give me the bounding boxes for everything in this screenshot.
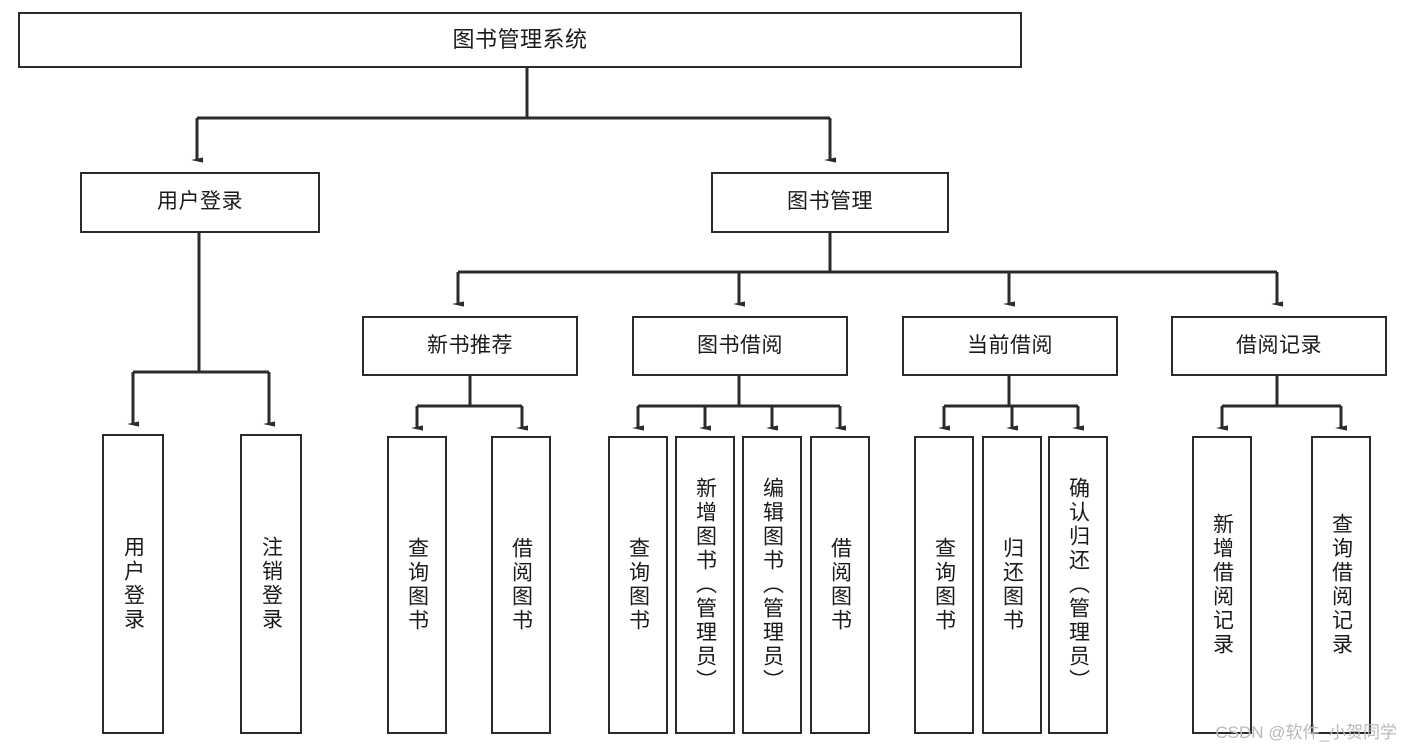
node-leaf-add-book[interactable]: 新增图书（管理员） — [675, 436, 735, 734]
edge-currentborrow-to-leaves — [938, 376, 1084, 431]
node-leaf-confirm-return[interactable]: 确认归还（管理员） — [1048, 436, 1108, 734]
edge-bookborrow-to-leaves — [632, 376, 846, 431]
node-label: 借阅记录 — [1236, 333, 1322, 357]
node-label: 查询借阅记录 — [1329, 513, 1353, 657]
node-leaf-logout-login[interactable]: 注销登录 — [240, 434, 302, 734]
node-label: 新增借阅记录 — [1210, 513, 1234, 657]
node-current-borrow[interactable]: 当前借阅 — [902, 316, 1118, 376]
node-leaf-borrow-book-recommend[interactable]: 借阅图书 — [491, 436, 551, 734]
node-label: 查询图书 — [626, 537, 650, 633]
node-label: 图书借阅 — [697, 333, 783, 357]
node-new-book-recommend[interactable]: 新书推荐 — [362, 316, 578, 376]
node-leaf-query-book-borrow[interactable]: 查询图书 — [608, 436, 668, 734]
node-label: 注销登录 — [259, 536, 283, 632]
node-leaf-borrow-book[interactable]: 借阅图书 — [810, 436, 870, 734]
node-root-book-management-system[interactable]: 图书管理系统 — [18, 12, 1022, 68]
node-leaf-query-book-current[interactable]: 查询图书 — [914, 436, 974, 734]
node-label: 当前借阅 — [967, 333, 1053, 357]
edge-root-to-level2 — [191, 68, 836, 163]
node-label: 图书管理系统 — [452, 27, 588, 53]
node-leaf-query-book-recommend[interactable]: 查询图书 — [387, 436, 447, 734]
node-book-borrow[interactable]: 图书借阅 — [632, 316, 848, 376]
node-label: 新书推荐 — [427, 333, 513, 357]
node-label: 新增图书（管理员） — [693, 477, 717, 693]
node-book-manage[interactable]: 图书管理 — [711, 172, 949, 233]
node-leaf-user-login[interactable]: 用户登录 — [102, 434, 164, 734]
node-label: 借阅图书 — [828, 537, 852, 633]
node-leaf-edit-book[interactable]: 编辑图书（管理员） — [742, 436, 802, 734]
node-label: 用户登录 — [157, 190, 243, 214]
node-label: 编辑图书（管理员） — [760, 477, 784, 693]
edge-userlogin-to-leaves — [127, 233, 275, 427]
node-label: 查询图书 — [932, 537, 956, 633]
node-label: 查询图书 — [405, 537, 429, 633]
edge-borrowrecord-to-leaves — [1216, 376, 1347, 431]
node-label: 归还图书 — [1000, 537, 1024, 633]
node-leaf-query-borrow-record[interactable]: 查询借阅记录 — [1311, 436, 1371, 734]
edge-newbook-to-leaves — [411, 376, 528, 431]
watermark-text: CSDN @软件_小贺同学 — [1215, 723, 1397, 742]
node-label: 用户登录 — [121, 536, 145, 632]
node-label: 确认归还（管理员） — [1066, 477, 1090, 693]
node-leaf-add-borrow-record[interactable]: 新增借阅记录 — [1192, 436, 1252, 734]
edge-bookmanage-to-level3 — [452, 233, 1283, 307]
node-user-login[interactable]: 用户登录 — [80, 172, 320, 233]
node-label: 图书管理 — [787, 190, 873, 214]
node-label: 借阅图书 — [509, 537, 533, 633]
node-leaf-return-book[interactable]: 归还图书 — [982, 436, 1042, 734]
node-borrow-record[interactable]: 借阅记录 — [1171, 316, 1387, 376]
